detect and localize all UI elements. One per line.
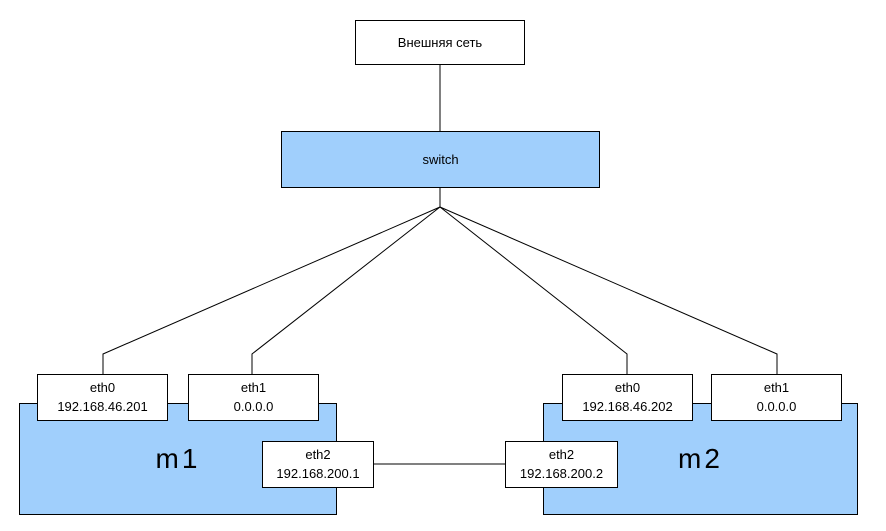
link-switch-m1-eth0	[102, 206, 441, 374]
node-m2-eth2: eth2 192.168.200.2	[505, 441, 618, 488]
node-machine-m1: m1	[19, 403, 337, 515]
node-external-network: Внешняя сеть	[355, 20, 525, 65]
node-m1-eth0: eth0 192.168.46.201	[37, 374, 168, 421]
m2-eth0-ip: 192.168.46.202	[582, 398, 673, 414]
m2-eth1-name: eth1	[763, 379, 790, 395]
node-m1-eth1: eth1 0.0.0.0	[188, 374, 319, 421]
m1-eth1-ip: 0.0.0.0	[233, 398, 274, 414]
m2-eth1-ip: 0.0.0.0	[756, 398, 797, 414]
node-m2-eth0: eth0 192.168.46.202	[562, 374, 693, 421]
m2-eth2-name: eth2	[548, 446, 575, 462]
link-switch-m2-eth1	[439, 206, 778, 374]
m1-eth0-name: eth0	[89, 379, 116, 395]
m1-eth1-name: eth1	[240, 379, 267, 395]
m1-eth2-name: eth2	[305, 446, 331, 462]
node-switch: switch	[281, 131, 600, 188]
node-m2-eth1: eth1 0.0.0.0	[711, 374, 842, 421]
m1-eth0-ip: 192.168.46.201	[57, 398, 148, 414]
link-switch-m2-eth0	[439, 206, 628, 374]
m1-eth2-ip: 192.168.200.1	[276, 465, 360, 481]
link-switch-m1-eth1	[251, 206, 441, 374]
m2-eth2-ip: 192.168.200.2	[519, 465, 604, 481]
m2-eth0-name: eth0	[614, 379, 641, 395]
machine-m2-label: m2	[678, 443, 723, 474]
node-m1-eth2: eth2 192.168.200.1	[262, 441, 374, 488]
switch-label: switch	[422, 152, 459, 167]
external-network-label: Внешняя сеть	[397, 35, 483, 50]
machine-m1-label: m1	[155, 443, 201, 474]
